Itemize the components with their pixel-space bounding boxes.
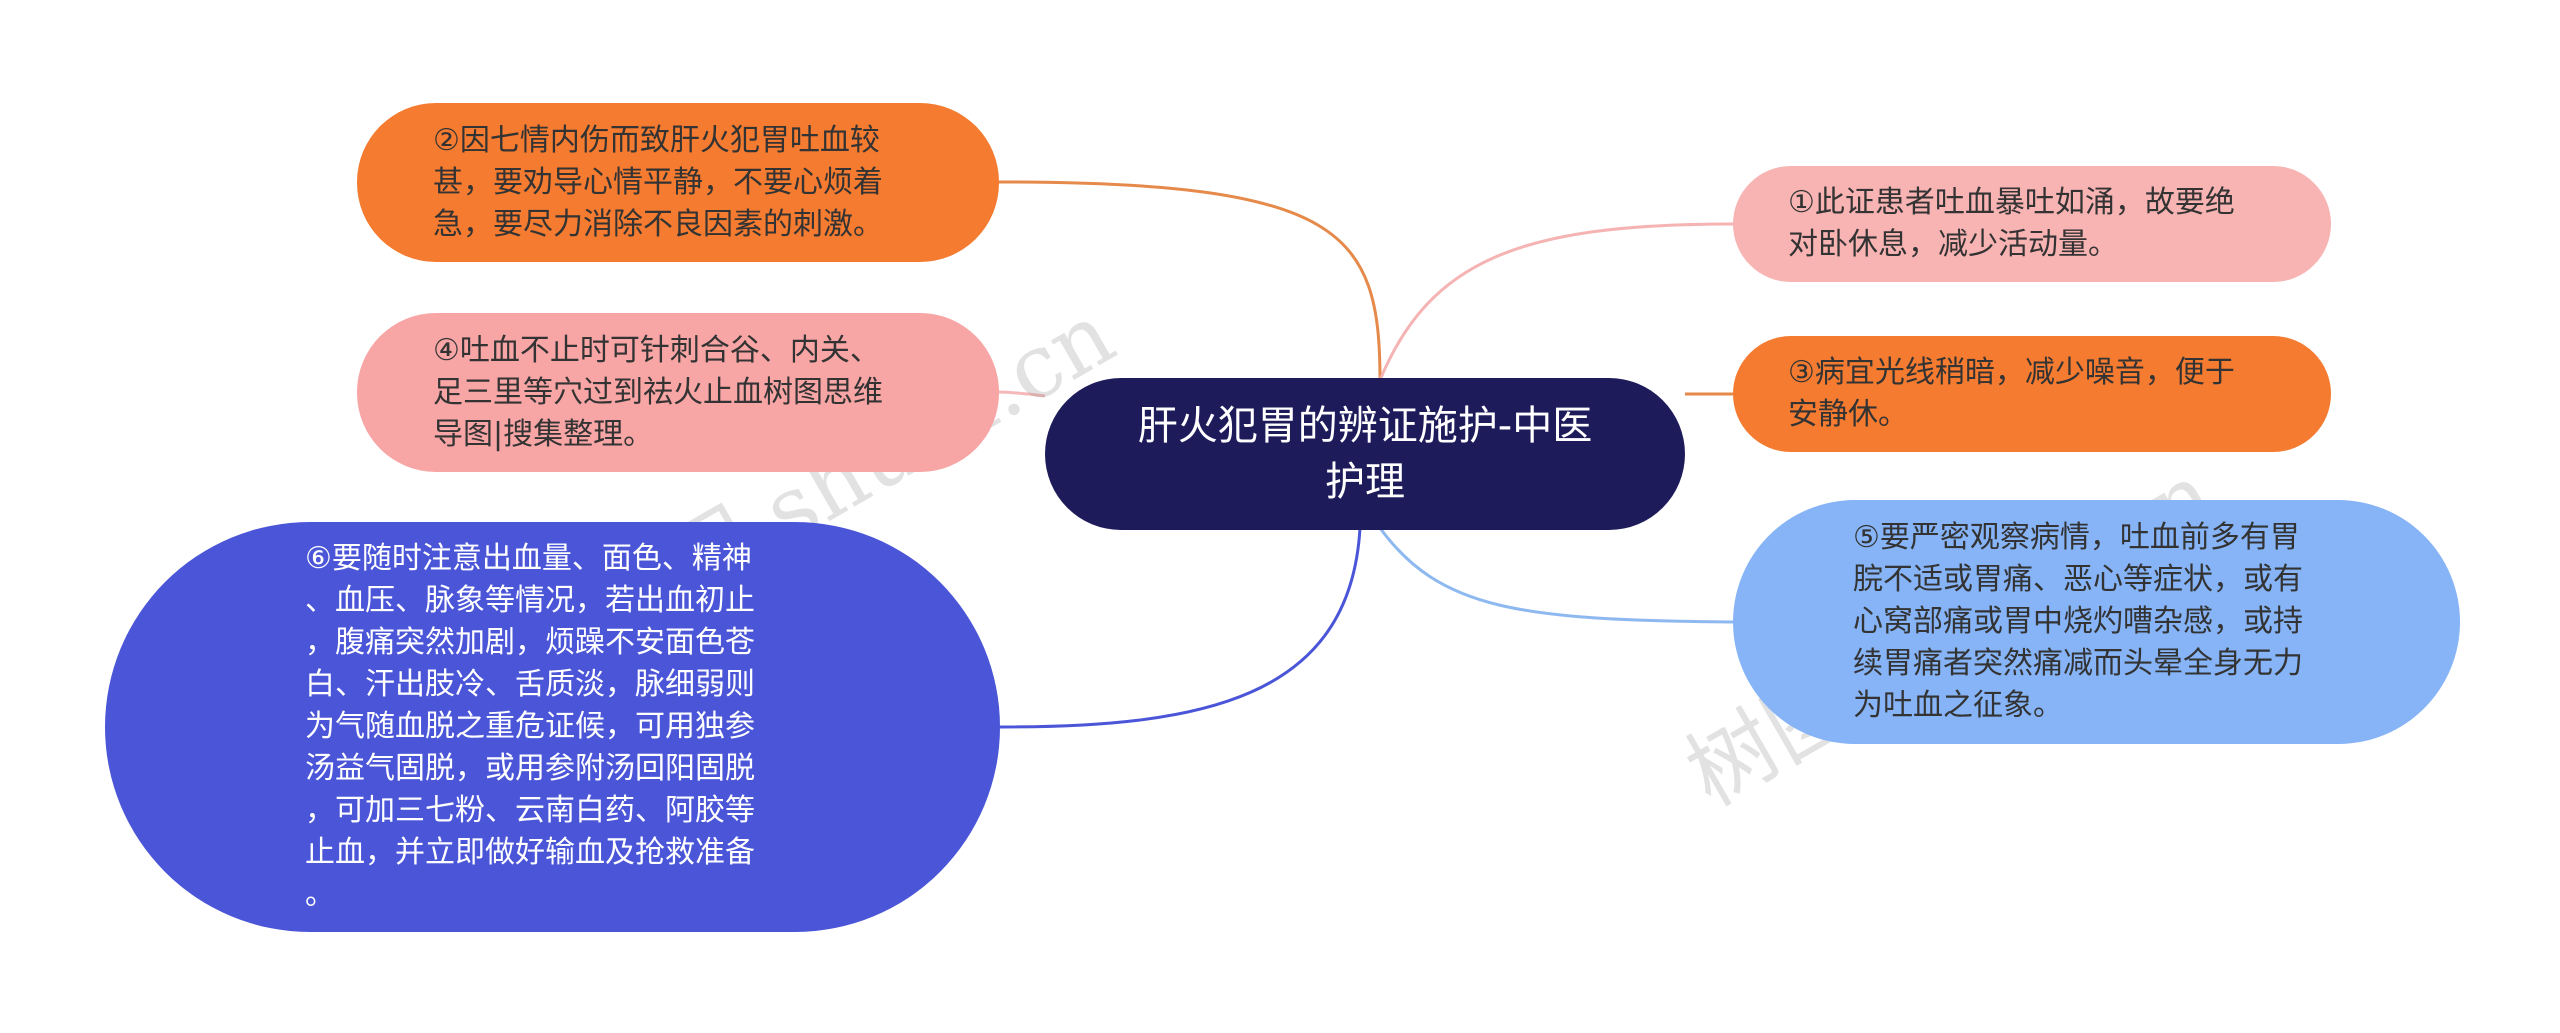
topic-text: ③病宜光线稍暗，减少噪音，便于 安静休。: [1788, 355, 2235, 432]
connector-n2: [998, 180, 1382, 381]
topic-node-6[interactable]: ⑥要随时注意出血量、面色、精神 、血压、脉象等情况，若出血初止 ，腹痛突然加剧，…: [105, 522, 1000, 932]
connector-n5: [1378, 527, 1734, 624]
topic-node-5[interactable]: ⑤要严密观察病情，吐血前多有胃 脘不适或胃痛、恶心等症状，或有 心窝部痛或胃中烧…: [1733, 500, 2460, 744]
topic-text: ⑥要随时注意出血量、面色、精神 、血压、脉象等情况，若出血初止 ，腹痛突然加剧，…: [305, 541, 755, 912]
topic-text: ②因七情内伤而致肝火犯胃吐血较 甚，要劝导心情平静，不要心烦着 急，要尽力消除不…: [433, 122, 883, 242]
topic-text: ④吐血不止时可针刺合谷、内关、 足三里等穴过到祛火止血树图思维 导图|搜集整理。: [433, 332, 883, 452]
topic-node-3[interactable]: ③病宜光线稍暗，减少噪音，便于 安静休。: [1733, 336, 2331, 452]
topic-text: ①此证患者吐血暴吐如涌，故要绝 对卧休息，减少活动量。: [1788, 185, 2235, 262]
topic-node-4[interactable]: ④吐血不止时可针刺合谷、内关、 足三里等穴过到祛火止血树图思维 导图|搜集整理。: [357, 313, 999, 472]
topic-text: ⑤要严密观察病情，吐血前多有胃 脘不适或胃痛、恶心等症状，或有 心窝部痛或胃中烧…: [1853, 520, 2303, 723]
connector-n1: [1378, 222, 1734, 381]
topic-node-1[interactable]: ①此证患者吐血暴吐如涌，故要绝 对卧休息，减少活动量。: [1733, 166, 2331, 282]
topic-node-2[interactable]: ②因七情内伤而致肝火犯胃吐血较 甚，要劝导心情平静，不要心烦着 急，要尽力消除不…: [357, 103, 999, 262]
connector-n6: [999, 527, 1362, 729]
connector-n4: [998, 390, 1046, 398]
central-topic[interactable]: 肝火犯胃的辨证施护-中医 护理: [1045, 378, 1685, 530]
central-topic-label: 肝火犯胃的辨证施护-中医 护理: [1137, 403, 1593, 505]
